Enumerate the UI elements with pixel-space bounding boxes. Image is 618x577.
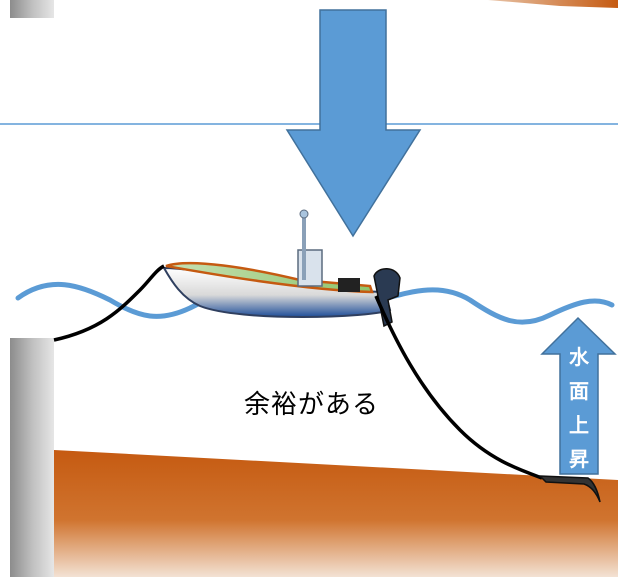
water-rise-char-4: 昇	[569, 447, 589, 471]
down-arrow	[285, 9, 422, 238]
boat-light	[299, 209, 309, 219]
seabed-top-fragment	[488, 0, 618, 8]
water-rise-char-1: 水	[569, 345, 589, 369]
pier-top-fragment	[10, 0, 54, 18]
boat	[162, 209, 401, 328]
seabed	[54, 450, 618, 577]
water-rise-char-3: 上	[569, 413, 589, 437]
up-arrow	[540, 316, 617, 475]
boat-seat	[338, 278, 360, 292]
water-rise-label: 水 面 上 昇	[560, 340, 598, 476]
pier-wall	[10, 338, 54, 577]
boat-console	[297, 249, 323, 287]
stern-rope	[374, 295, 543, 480]
slack-label: 余裕がある	[244, 390, 380, 420]
anchor-icon	[538, 475, 601, 503]
water-rise-char-2: 面	[569, 379, 589, 403]
bow-rope	[53, 264, 165, 342]
